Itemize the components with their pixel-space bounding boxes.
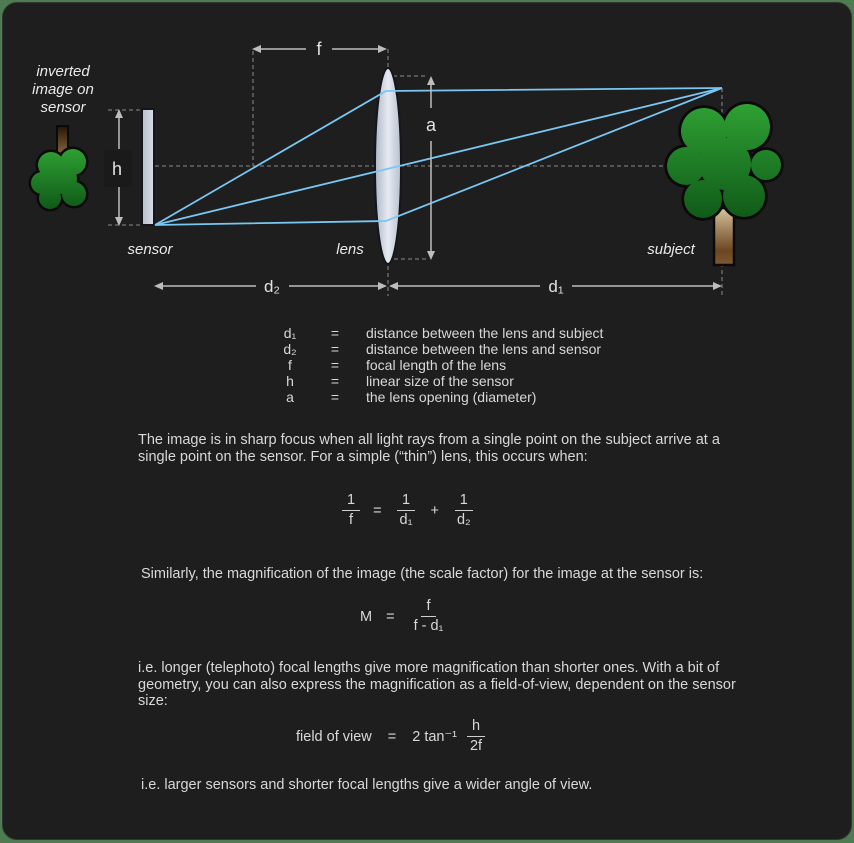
magnification-intro: Similarly, the magnification of the imag… xyxy=(141,566,704,582)
legend-symbol: d₂ xyxy=(283,340,297,357)
f-arrowhead-right xyxy=(378,45,387,53)
telephoto-paragraph: i.e. longer (telephoto) focal lengths gi… xyxy=(138,660,736,710)
fraction-h-over-2f: h 2f xyxy=(465,719,487,754)
dimension-d2: d₂ xyxy=(154,277,387,296)
fraction-denominator: d₂ xyxy=(456,512,471,528)
subject-tree-foliage xyxy=(667,104,781,218)
fraction-denominator: f xyxy=(349,512,354,528)
dimension-f: f xyxy=(252,39,387,59)
f-arrowhead-left xyxy=(252,45,261,53)
light-rays xyxy=(154,87,723,226)
fraction-numerator: h xyxy=(466,719,486,737)
field-of-view-formula: field of view = 2 tan⁻¹ h 2f xyxy=(296,719,487,754)
a-arrowhead-down xyxy=(427,251,435,260)
d2-arrowhead-left xyxy=(154,282,163,290)
legend-row: h = linear size of the sensor xyxy=(265,372,603,390)
wider-angle-paragraph: i.e. larger sensors and shorter focal le… xyxy=(141,777,593,793)
legend-equals: = xyxy=(330,388,340,405)
thin-lens-formula: 1 f = 1 d₁ + 1 d₂ xyxy=(342,493,476,528)
inverted-caption-line3: sensor xyxy=(40,99,86,116)
sensor-label: sensor xyxy=(127,241,173,258)
legend-equals: = xyxy=(330,325,340,341)
focus-paragraph-line2: single point on the sensor. For a simple… xyxy=(138,448,588,465)
h-arrowhead-down xyxy=(115,217,123,226)
legend-symbol: h xyxy=(286,372,294,389)
field-of-view-lhs: field of view xyxy=(296,728,372,745)
telephoto-paragraph-line3: size: xyxy=(138,693,168,709)
legend-equals: = xyxy=(330,340,340,357)
f-label: f xyxy=(316,39,322,59)
h-arrowhead-up xyxy=(115,109,123,118)
legend-description: focal length of the lens xyxy=(366,356,507,373)
dimension-d1: d₁ xyxy=(389,277,722,296)
legend-row: d₁ = distance between the lens and subje… xyxy=(265,325,604,342)
legend-symbol: f xyxy=(288,356,292,373)
dimension-h: h xyxy=(104,109,132,226)
d1-arrowhead-left xyxy=(389,282,398,290)
equals-sign: = xyxy=(386,608,395,625)
legend-row: d₂ = distance between the lens and senso… xyxy=(265,340,603,358)
two-arctan-coefficient: 2 tan⁻¹ xyxy=(412,728,457,745)
fraction-denominator: f - d₁ xyxy=(413,618,444,634)
telephoto-paragraph-line1: i.e. longer (telephoto) focal lengths gi… xyxy=(138,660,720,676)
diagram-captions: inverted image on sensor sensor lens sub… xyxy=(32,63,695,258)
fraction-numerator: 1 xyxy=(396,493,416,511)
a-label: a xyxy=(426,115,437,135)
fraction-denominator: d₁ xyxy=(399,512,413,528)
light-ray-center xyxy=(154,87,723,226)
focus-paragraph-line1: The image is in sharp focus when all lig… xyxy=(138,432,720,448)
inverted-tree-foliage xyxy=(31,149,86,209)
fraction-numerator: 1 xyxy=(342,493,361,511)
legend-symbol: a xyxy=(286,388,294,405)
fraction-numerator: f xyxy=(421,599,436,617)
dimension-a: a xyxy=(426,76,437,260)
fraction-f-over-f-minus-d1: f f - d₁ xyxy=(409,599,449,634)
telephoto-paragraph-line2: geometry, you can also express the magni… xyxy=(138,676,736,693)
a-arrowhead-up xyxy=(427,76,435,85)
lens-diagram: h f a d₂ xyxy=(28,39,784,296)
legend-equals: = xyxy=(330,356,340,373)
inverted-caption-line1: inverted xyxy=(36,63,90,80)
light-ray-top xyxy=(154,87,723,226)
d1-label: d₁ xyxy=(548,277,563,296)
d1-arrowhead-right xyxy=(713,282,722,290)
equals-sign: = xyxy=(373,502,382,519)
magnification-symbol: M xyxy=(360,608,373,625)
subject-label: subject xyxy=(647,241,695,258)
light-ray-bottom xyxy=(154,87,723,226)
d2-arrowhead-right xyxy=(378,282,387,290)
legend-description: linear size of the sensor xyxy=(366,372,514,389)
inverted-caption-line2: image on xyxy=(32,81,94,98)
fraction-numerator: 1 xyxy=(454,493,473,511)
fraction-one-over-f: 1 f xyxy=(342,493,361,528)
h-label-box xyxy=(104,150,132,187)
fraction-one-over-d1: 1 d₁ xyxy=(395,493,418,528)
legend-description: distance between the lens and sensor xyxy=(366,340,602,357)
d2-label: d₂ xyxy=(264,277,280,296)
legend-symbol: d₁ xyxy=(283,325,297,341)
legend-equals: = xyxy=(330,372,340,389)
sensor-bar xyxy=(141,108,155,226)
subject-tree-trunk xyxy=(712,206,736,267)
subject-tree xyxy=(664,101,784,267)
plus-sign: + xyxy=(430,502,439,519)
equals-sign: = xyxy=(387,728,397,745)
fraction-one-over-d2: 1 d₂ xyxy=(452,493,476,528)
legend-row: f = focal length of the lens xyxy=(265,356,603,374)
symbol-legend: d₁ = distance between the lens and subje… xyxy=(265,325,604,406)
construction-dashed-lines xyxy=(108,49,723,296)
inverted-tree-image xyxy=(28,125,89,212)
lens-label: lens xyxy=(336,241,364,258)
magnification-formula: M = f f - d₁ xyxy=(360,599,448,634)
legend-description: the lens opening (diameter) xyxy=(366,388,537,405)
focus-paragraph: The image is in sharp focus when all lig… xyxy=(138,432,720,465)
fraction-denominator: 2f xyxy=(469,738,483,754)
h-label: h xyxy=(112,159,122,179)
legend-description: distance between the lens and subject xyxy=(366,325,604,341)
legend-row: a = the lens opening (diameter) xyxy=(265,388,603,406)
